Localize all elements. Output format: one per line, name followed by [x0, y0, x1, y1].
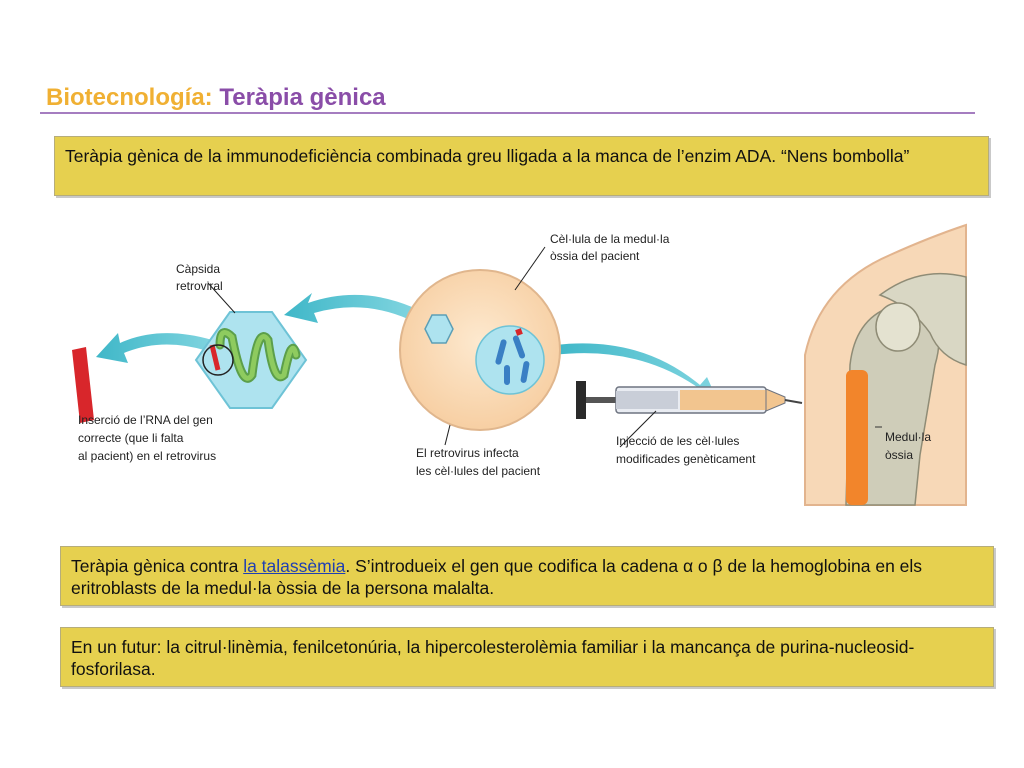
label-capsid-line1: Càpsida: [176, 262, 220, 276]
gene-therapy-figure: Càpsida retroviral Cèl·lula de la medul·…: [72, 223, 967, 506]
label-insert-line3: al pacient) en el retrovirus: [78, 449, 216, 463]
label-cell-line2: òssia del pacient: [550, 249, 640, 263]
title-topic: Teràpia gènica: [219, 84, 386, 111]
future-therapy-box: En un futur: la citrul·linèmia, fenilcet…: [60, 627, 994, 687]
shoulder-illustration: [804, 223, 967, 506]
arrow-cell-to-capsid: [284, 293, 412, 323]
title-underline: [40, 112, 975, 114]
ada-therapy-box: Teràpia gènica de la immunodeficiència c…: [54, 136, 989, 196]
patient-marrow-cell: [399, 246, 561, 446]
thalassemia-text-suffix: de la hemoglobina en els eritroblasts de…: [71, 556, 923, 598]
thalassemia-text-or: o: [693, 556, 713, 576]
title-subject: Biotecnología:: [46, 84, 213, 111]
label-cell-line1: Cèl·lula de la medul·la: [550, 232, 670, 246]
label-infect-line2: les cèl·lules del pacient: [416, 464, 541, 478]
inserted-rna: [72, 347, 94, 423]
label-infect-line1: El retrovirus infecta: [416, 446, 519, 460]
thalassemia-text-prefix: Teràpia gènica contra: [71, 556, 244, 576]
thalassemia-link[interactable]: la talassèmia: [243, 556, 346, 576]
label-insert-line1: Inserció de l’RNA del gen: [78, 413, 213, 427]
ada-therapy-text: Teràpia gènica de la immunodeficiència c…: [65, 146, 910, 166]
label-insert-line2: correcte (que li falta: [78, 431, 184, 445]
thalassemia-text-middle: . S’introdueix el gen que codifica la ca…: [345, 556, 683, 576]
label-capsid-line2: retroviral: [176, 279, 223, 293]
thalassemia-therapy-box: Teràpia gènica contra la talassèmia. S’i…: [60, 546, 994, 606]
beta-symbol: β: [712, 556, 723, 576]
future-therapy-text: En un futur: la citrul·linèmia, fenilcet…: [71, 637, 915, 679]
label-inject-line2: modificades genèticament: [616, 452, 756, 466]
page-title: Biotecnología: Teràpia gènica: [46, 84, 386, 112]
retroviral-capsid: [194, 282, 308, 409]
syringe: [576, 381, 803, 448]
label-marrow-line2: òssia: [885, 448, 913, 462]
label-marrow-line1: Medul·la: [885, 430, 931, 444]
label-inject-line1: Injecció de les cèl·lules: [616, 434, 739, 448]
alpha-symbol: α: [682, 556, 694, 576]
arrow-capsid-to-rna: [96, 333, 212, 363]
